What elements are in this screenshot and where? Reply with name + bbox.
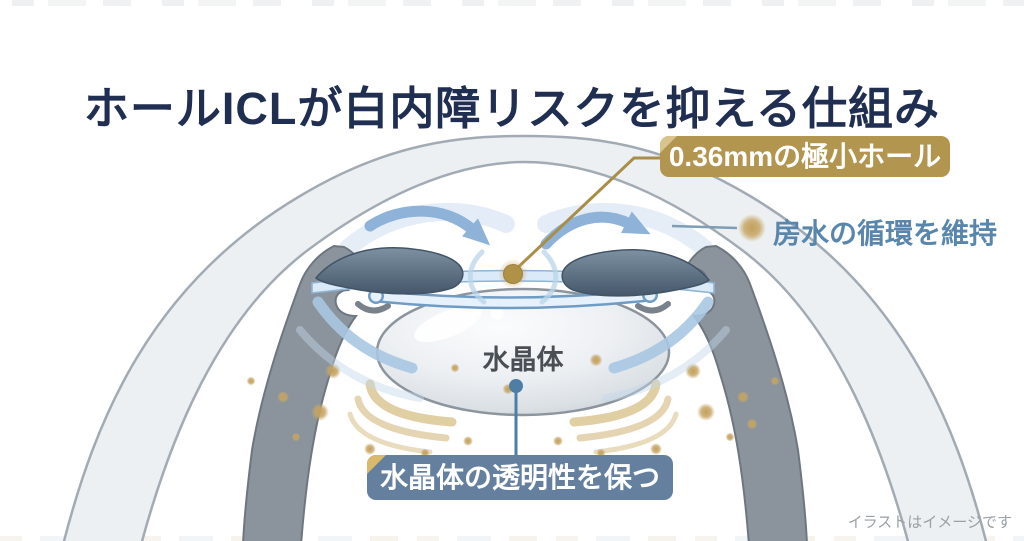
hole-marker-dot <box>503 264 523 284</box>
hole-callout-label: 0.36mmの極小ホール <box>668 141 942 172</box>
gold-swoosh-left <box>347 379 457 455</box>
ciliary-hooks <box>355 301 671 314</box>
aqueous-connector-line <box>671 224 738 230</box>
hole-connector-line <box>511 156 664 274</box>
iris-right <box>561 249 711 297</box>
flow-arrow-left <box>364 205 491 246</box>
transparency-callout-label: 水晶体の透明性を保つ <box>379 462 660 493</box>
aqueous-glow-dot <box>738 214 766 242</box>
gold-sparkle-dots <box>246 353 780 458</box>
lens-name-label: 水晶体 <box>482 345 564 375</box>
iris-left <box>314 247 464 295</box>
hole-flow-swirls <box>467 249 559 305</box>
footnote: イラストはイメージです <box>847 514 1012 531</box>
page-title: ホールICLが白内障リスクを抑える仕組み <box>83 83 941 135</box>
transparency-callout-box: 水晶体の透明性を保つ <box>367 455 673 500</box>
hole-callout-box: 0.36mmの極小ホール <box>660 136 950 177</box>
aqueous-callout-label: 房水の循環を維持 <box>773 218 998 249</box>
flow-arrows <box>364 205 651 250</box>
transparency-marker-dot <box>509 379 523 393</box>
lens-highlight <box>414 305 482 343</box>
flow-arrow-right <box>540 211 651 250</box>
lens-highlight-small <box>490 306 504 320</box>
gold-swoosh-right <box>569 379 679 455</box>
aqueous-ribbons <box>296 296 730 402</box>
